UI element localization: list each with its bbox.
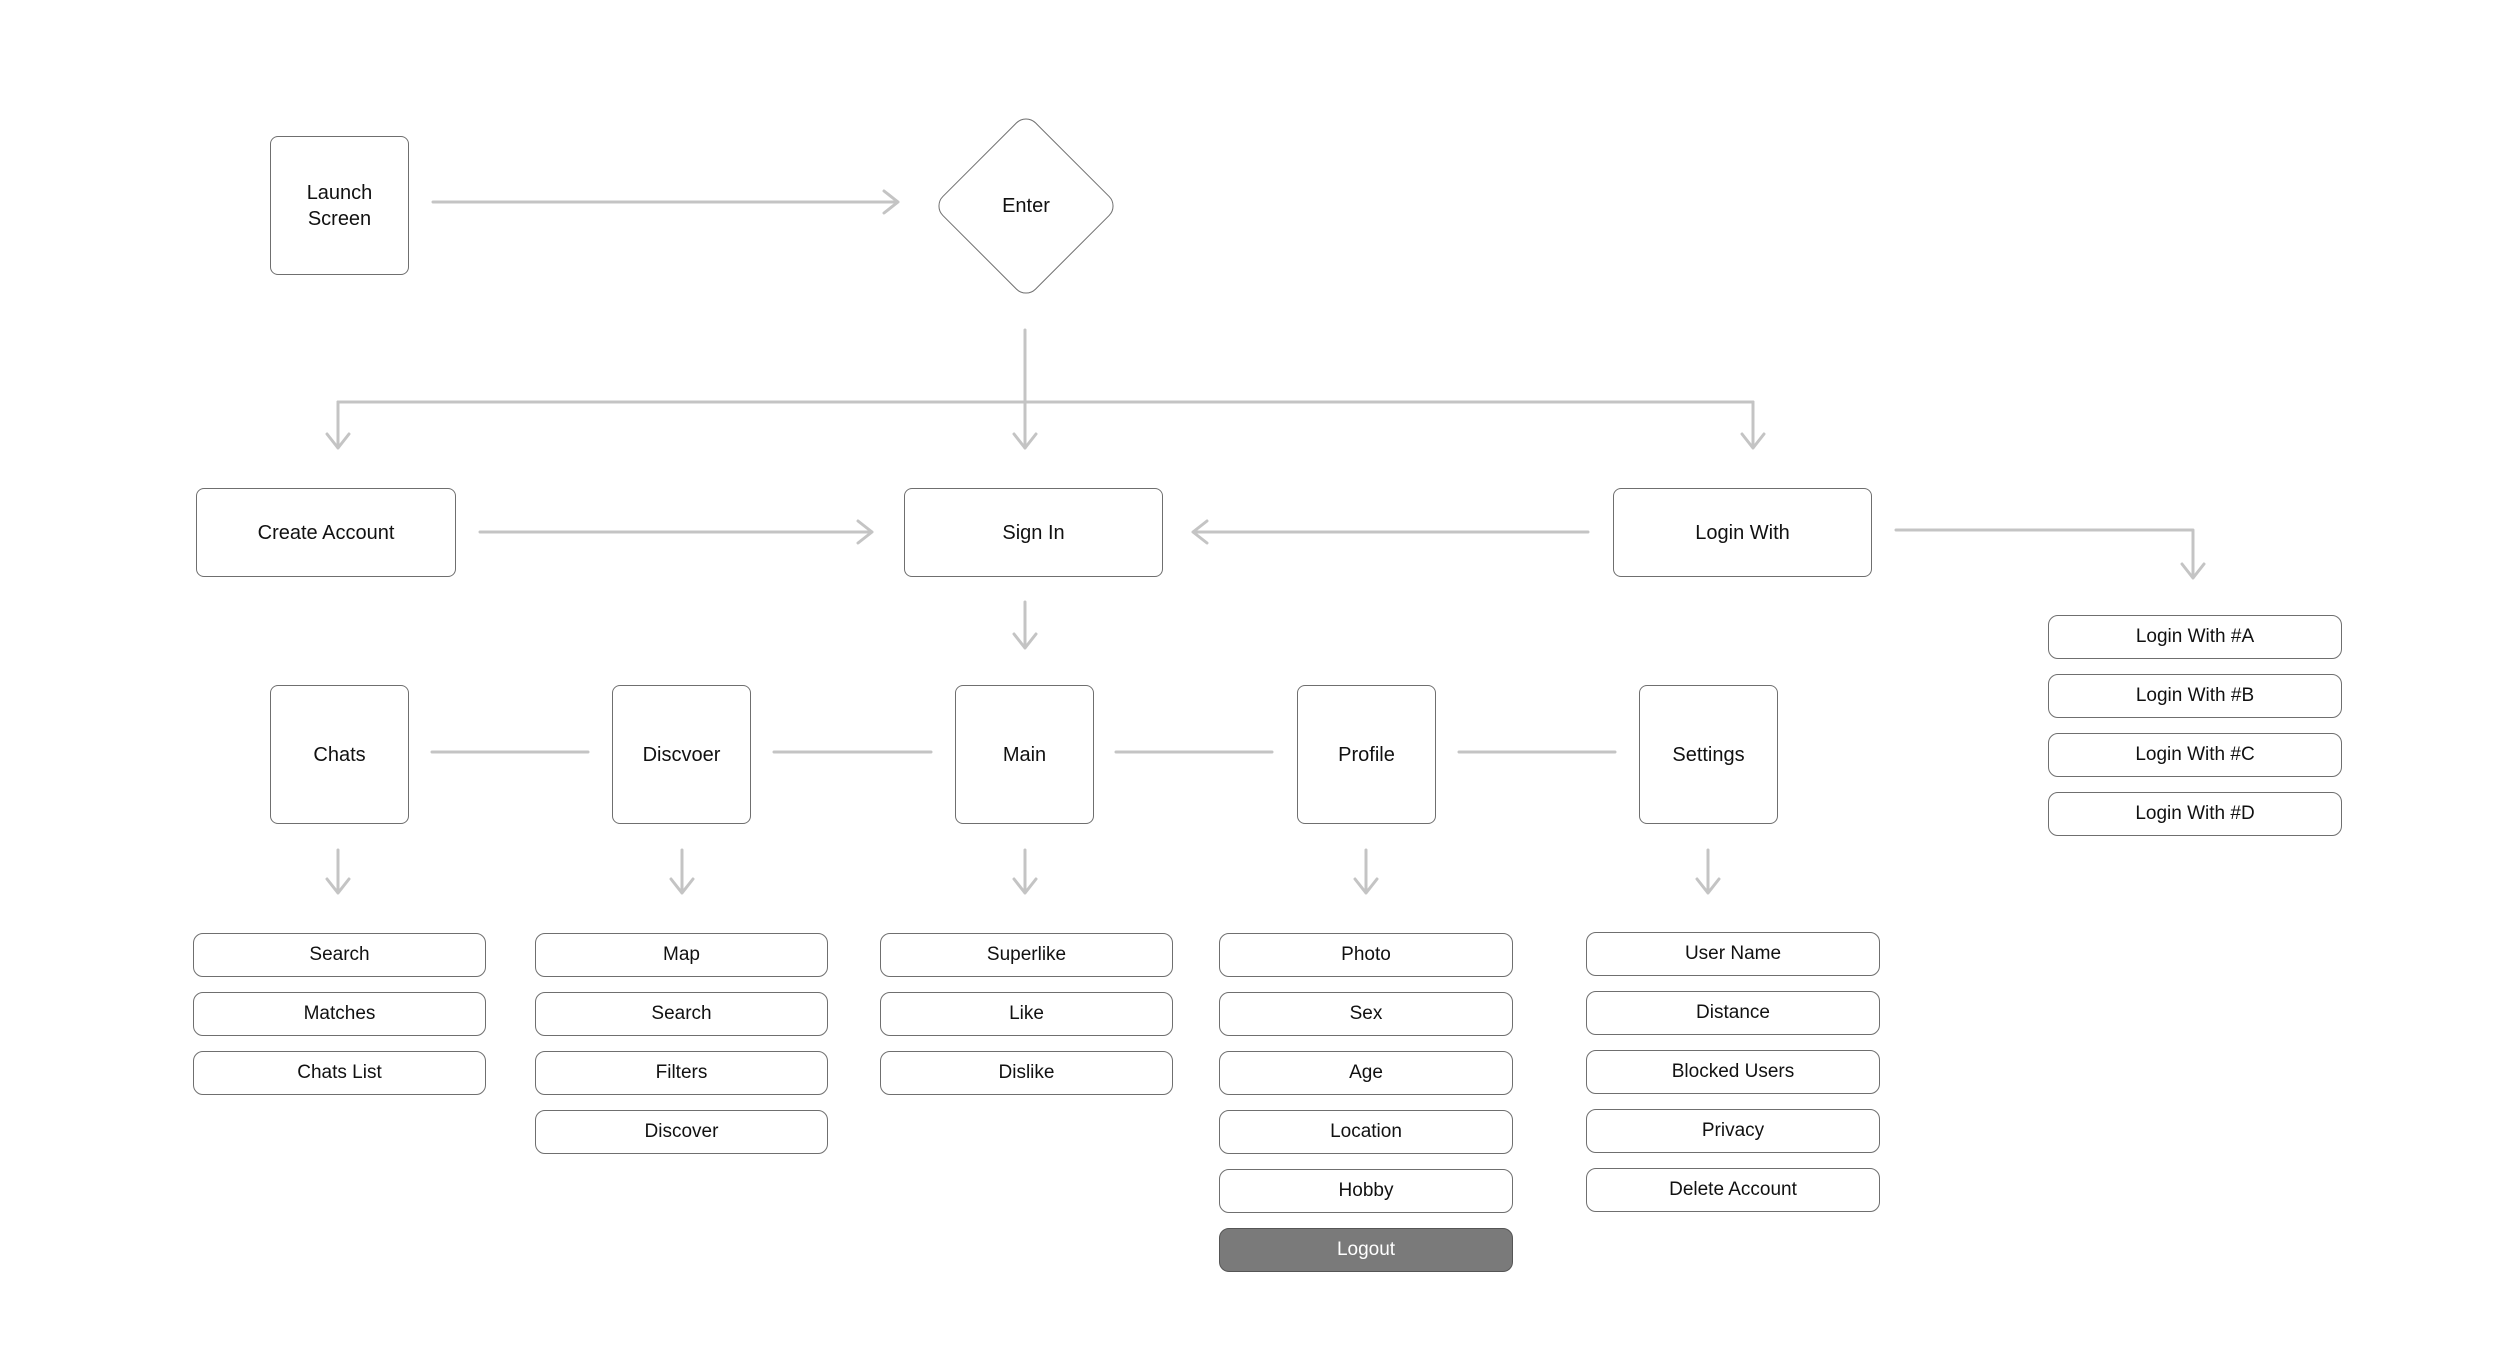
login-option-a[interactable]: Login With #A [2048, 615, 2342, 659]
chats-item-matches[interactable]: Matches [193, 992, 486, 1036]
settings-tab-node[interactable]: Settings [1639, 685, 1778, 824]
arrow-login-to-signin [1191, 519, 1590, 545]
create-account-node[interactable]: Create Account [196, 488, 456, 577]
enter-label: Enter [1002, 194, 1050, 217]
arrow-login-to-options [1894, 528, 2206, 580]
launch-screen-label-line1: Launch [306, 181, 373, 204]
arrow-settings-list [1695, 848, 1721, 895]
arrow-to-login-with [1740, 400, 1766, 450]
arrow-chats-list [325, 848, 351, 895]
login-option-c[interactable]: Login With #C [2048, 733, 2342, 777]
chats-item-search[interactable]: Search [193, 933, 486, 977]
arrow-create-to-signin [478, 519, 874, 545]
profile-tab-node[interactable]: Profile [1297, 685, 1436, 824]
main-tab-node[interactable]: Main [955, 685, 1094, 824]
logout-button[interactable]: Logout [1219, 1228, 1513, 1272]
discover-item-filters[interactable]: Filters [535, 1051, 828, 1095]
arrow-signin-to-main [1012, 600, 1038, 650]
discover-item-map[interactable]: Map [535, 933, 828, 977]
chats-tab-node[interactable]: Chats [270, 685, 409, 824]
main-item-dislike[interactable]: Dislike [880, 1051, 1173, 1095]
profile-item-hobby[interactable]: Hobby [1219, 1169, 1513, 1213]
login-with-node[interactable]: Login With [1613, 488, 1872, 577]
main-item-like[interactable]: Like [880, 992, 1173, 1036]
discover-item-search[interactable]: Search [535, 992, 828, 1036]
arrow-main-list [1012, 848, 1038, 895]
launch-screen-node[interactable]: Launch Screen [270, 136, 409, 275]
login-option-d[interactable]: Login With #D [2048, 792, 2342, 836]
profile-item-location[interactable]: Location [1219, 1110, 1513, 1154]
settings-item-user-name[interactable]: User Name [1586, 932, 1880, 976]
chats-item-chats-list[interactable]: Chats List [193, 1051, 486, 1095]
settings-item-distance[interactable]: Distance [1586, 991, 1880, 1035]
arrow-discover-list [669, 848, 695, 895]
arrow-to-create-account [325, 400, 351, 450]
profile-item-photo[interactable]: Photo [1219, 933, 1513, 977]
sign-in-node[interactable]: Sign In [904, 488, 1163, 577]
launch-screen-label-line2: Screen [307, 207, 372, 230]
discover-item-discover[interactable]: Discover [535, 1110, 828, 1154]
settings-item-delete-account[interactable]: Delete Account [1586, 1168, 1880, 1212]
arrow-profile-list [1353, 848, 1379, 895]
main-item-superlike[interactable]: Superlike [880, 933, 1173, 977]
profile-item-sex[interactable]: Sex [1219, 992, 1513, 1036]
profile-item-age[interactable]: Age [1219, 1051, 1513, 1095]
arrow-launch-to-enter [431, 189, 900, 215]
settings-item-privacy[interactable]: Privacy [1586, 1109, 1880, 1153]
login-option-b[interactable]: Login With #B [2048, 674, 2342, 718]
settings-item-blocked-users[interactable]: Blocked Users [1586, 1050, 1880, 1094]
discover-tab-node[interactable]: Discvoer [612, 685, 751, 824]
arrow-to-sign-in [1012, 432, 1038, 450]
